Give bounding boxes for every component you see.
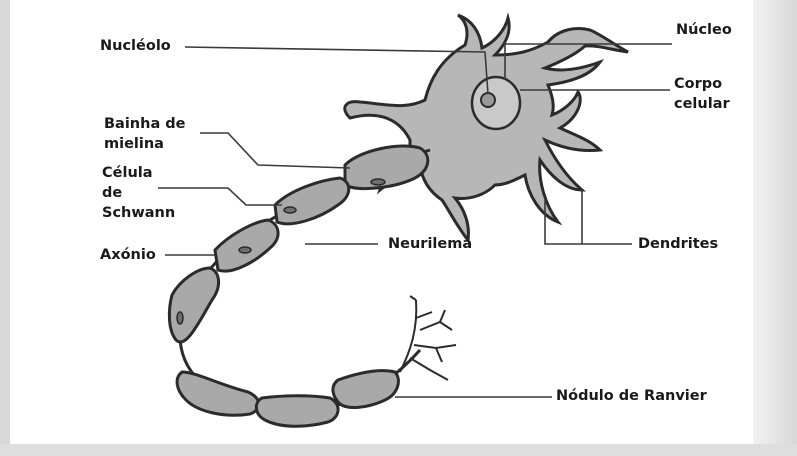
axon-terminals (400, 296, 456, 380)
sheath-segment (275, 178, 349, 224)
sheath-segment (345, 146, 428, 189)
axon-terminal-branch (416, 312, 432, 318)
label-nucleo: Núcleo (676, 20, 732, 40)
schwann-nucleus (284, 207, 296, 213)
sheath-segment (333, 371, 399, 408)
leader-lines (158, 44, 672, 397)
schwann-nucleus (371, 179, 385, 185)
nucleus (472, 77, 520, 129)
label-nodulo-ranvier: Nódulo de Ranvier (556, 386, 707, 406)
label-dendrites: Dendrites (638, 234, 718, 254)
schwann-nucleus (239, 247, 251, 253)
sheath-segment (169, 268, 218, 342)
sheath-segment (215, 220, 278, 271)
axon-terminal-branch (440, 310, 445, 322)
label-bainha-mielina: Bainha de mielina (104, 114, 186, 154)
leader-line-bainha (200, 133, 350, 168)
label-neurilema: Neurilema (388, 234, 472, 254)
leader-line-dendrites (545, 190, 632, 244)
axon-terminal-branch (414, 345, 456, 348)
axon-terminal-branch (436, 348, 442, 362)
schwann-nucleus (177, 312, 183, 324)
label-celula-schwann: Célula de Schwann (102, 163, 175, 223)
sheath-segment (256, 396, 338, 427)
label-corpo-celular: Corpo celular (674, 74, 730, 114)
sheath-segment (177, 372, 259, 415)
label-nucleolo: Nucléolo (100, 36, 171, 56)
axon-terminal-branch (410, 296, 416, 300)
label-axonio: Axónio (100, 245, 156, 265)
leader-line-schwann (158, 188, 282, 205)
axon-terminal-branch (420, 322, 452, 330)
nucleolus (481, 93, 495, 107)
